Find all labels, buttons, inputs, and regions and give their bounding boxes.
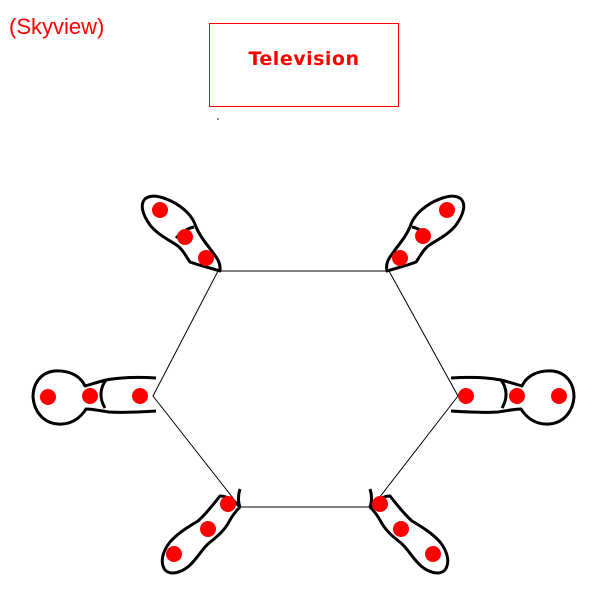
hand-dot xyxy=(220,496,236,512)
head-dot xyxy=(551,388,567,404)
shoulder-dot xyxy=(200,521,216,537)
top-right-figure xyxy=(385,194,466,273)
hand-dot xyxy=(458,388,474,404)
figure-outline xyxy=(450,369,576,426)
shoulder-dot xyxy=(415,228,431,244)
figure-outline xyxy=(385,194,466,273)
shoulder-dot xyxy=(393,521,409,537)
head-dot xyxy=(152,202,168,218)
figure-arm-line xyxy=(99,379,108,409)
stray-mark xyxy=(217,118,219,120)
head-dot xyxy=(40,389,56,405)
hand-dot xyxy=(132,388,148,404)
figure-outline xyxy=(140,194,222,273)
shoulder-dot xyxy=(82,388,98,404)
head-dot xyxy=(425,546,441,562)
television-box: Television xyxy=(209,23,399,107)
shoulder-dot xyxy=(509,388,525,404)
hexagon-table xyxy=(152,270,459,508)
figure-outline xyxy=(160,488,242,575)
right-figure xyxy=(450,369,576,426)
bottom-right-figure xyxy=(368,488,450,575)
view-label: (Skyview) xyxy=(9,14,105,39)
head-dot xyxy=(166,546,182,562)
figure-arm-line xyxy=(499,379,508,409)
hand-dot xyxy=(392,250,408,266)
shoulder-dot xyxy=(177,229,193,245)
television-label: Television xyxy=(248,48,360,70)
head-dot xyxy=(439,202,455,218)
bottom-left-figure xyxy=(160,488,242,575)
left-figure xyxy=(31,369,157,426)
hand-dot xyxy=(198,250,214,266)
hand-dot xyxy=(372,496,388,512)
top-left-figure xyxy=(140,194,222,273)
figure-outline xyxy=(368,488,450,575)
figure-outline xyxy=(31,369,157,426)
